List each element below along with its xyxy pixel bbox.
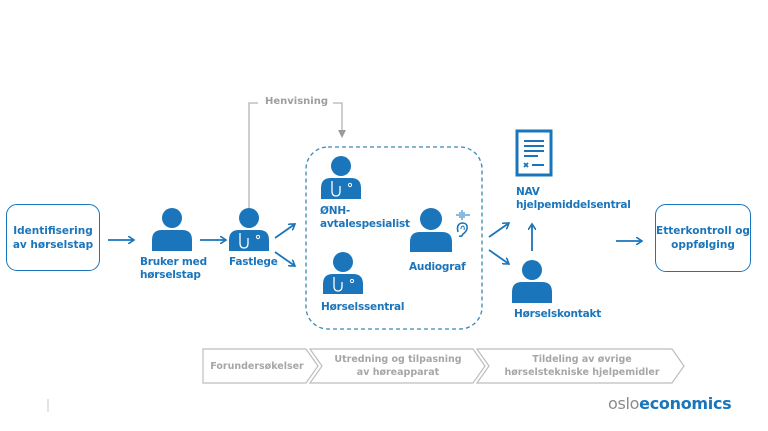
stage-2-line1: Utredning og tilpasning <box>334 354 462 365</box>
stage-chevron-2 <box>308 348 486 384</box>
fastlege-label: Fastlege <box>229 256 278 268</box>
stage-chevron-1 <box>202 348 319 384</box>
end-box-line2: oppfølging <box>671 239 735 251</box>
end-box-line1: Etterkontroll og <box>656 225 750 237</box>
arrow-group-to-horselskontakt <box>488 249 509 264</box>
stage-2-label: Utredning og tilpasning av høreapparat <box>318 353 478 379</box>
doctor-icon <box>229 208 269 251</box>
stage-1-label: Forundersøkelser <box>205 360 309 373</box>
oslo-economics-logo: osloeconomics <box>608 394 732 413</box>
referral-label: Henvisning <box>265 96 328 107</box>
stage-1-line1: Forundersøkelser <box>210 361 304 372</box>
logo-part1: oslo <box>608 394 640 413</box>
specialist-group-box <box>305 146 483 330</box>
bruker-label-line2: hørselstap <box>140 269 201 281</box>
doctor-icon <box>321 156 361 199</box>
stage-chevrons <box>202 348 685 384</box>
audiograf-label: Audiograf <box>409 261 466 273</box>
logo-part2: economics <box>639 394 732 413</box>
stage-3-line1: Tildeling av øvrige <box>532 354 632 365</box>
document-icon <box>515 129 553 177</box>
bruker-label: Bruker med hørselstap <box>140 256 207 282</box>
stage-3-label: Tildeling av øvrige hørselstekniske hjel… <box>487 353 677 379</box>
soundwave-icon <box>456 210 470 220</box>
horselssentral-label: Hørselssentral <box>321 301 405 313</box>
horselskontakt-label: Hørselskontakt <box>514 308 602 320</box>
stage-chevron-3 <box>475 348 685 384</box>
start-box-line2: av hørselstap <box>12 238 94 251</box>
doctor-icon <box>323 252 363 294</box>
person-icon <box>152 208 192 251</box>
onh-label: ØNH- avtalespesialist <box>320 205 410 231</box>
start-box: Identifisering av hørselstap <box>6 204 100 271</box>
person-icon <box>512 260 552 303</box>
end-box: Etterkontroll og oppfølging <box>655 204 751 272</box>
onh-label-line2: avtalespesialist <box>320 218 410 230</box>
stage-3-line2: hørselstekniske hjelpemidler <box>504 367 660 378</box>
bruker-label-line1: Bruker med <box>140 256 207 268</box>
arrow-fastlege-to-onh <box>274 224 295 239</box>
nav-label-line1: NAV <box>516 186 540 198</box>
arrow-group-to-nav <box>488 223 509 238</box>
onh-label-line1: ØNH- <box>320 205 351 217</box>
arrow-fastlege-to-horselssentral <box>274 251 295 266</box>
stage-2-line2: av høreapparat <box>356 367 440 378</box>
ear-icon <box>456 222 468 238</box>
nav-label: NAV hjelpemiddelsentral <box>516 186 631 212</box>
start-box-line1: Identifisering <box>13 224 93 237</box>
referral-connector <box>248 102 346 208</box>
nav-label-line2: hjelpemiddelsentral <box>516 199 631 211</box>
person-icon <box>410 208 452 252</box>
